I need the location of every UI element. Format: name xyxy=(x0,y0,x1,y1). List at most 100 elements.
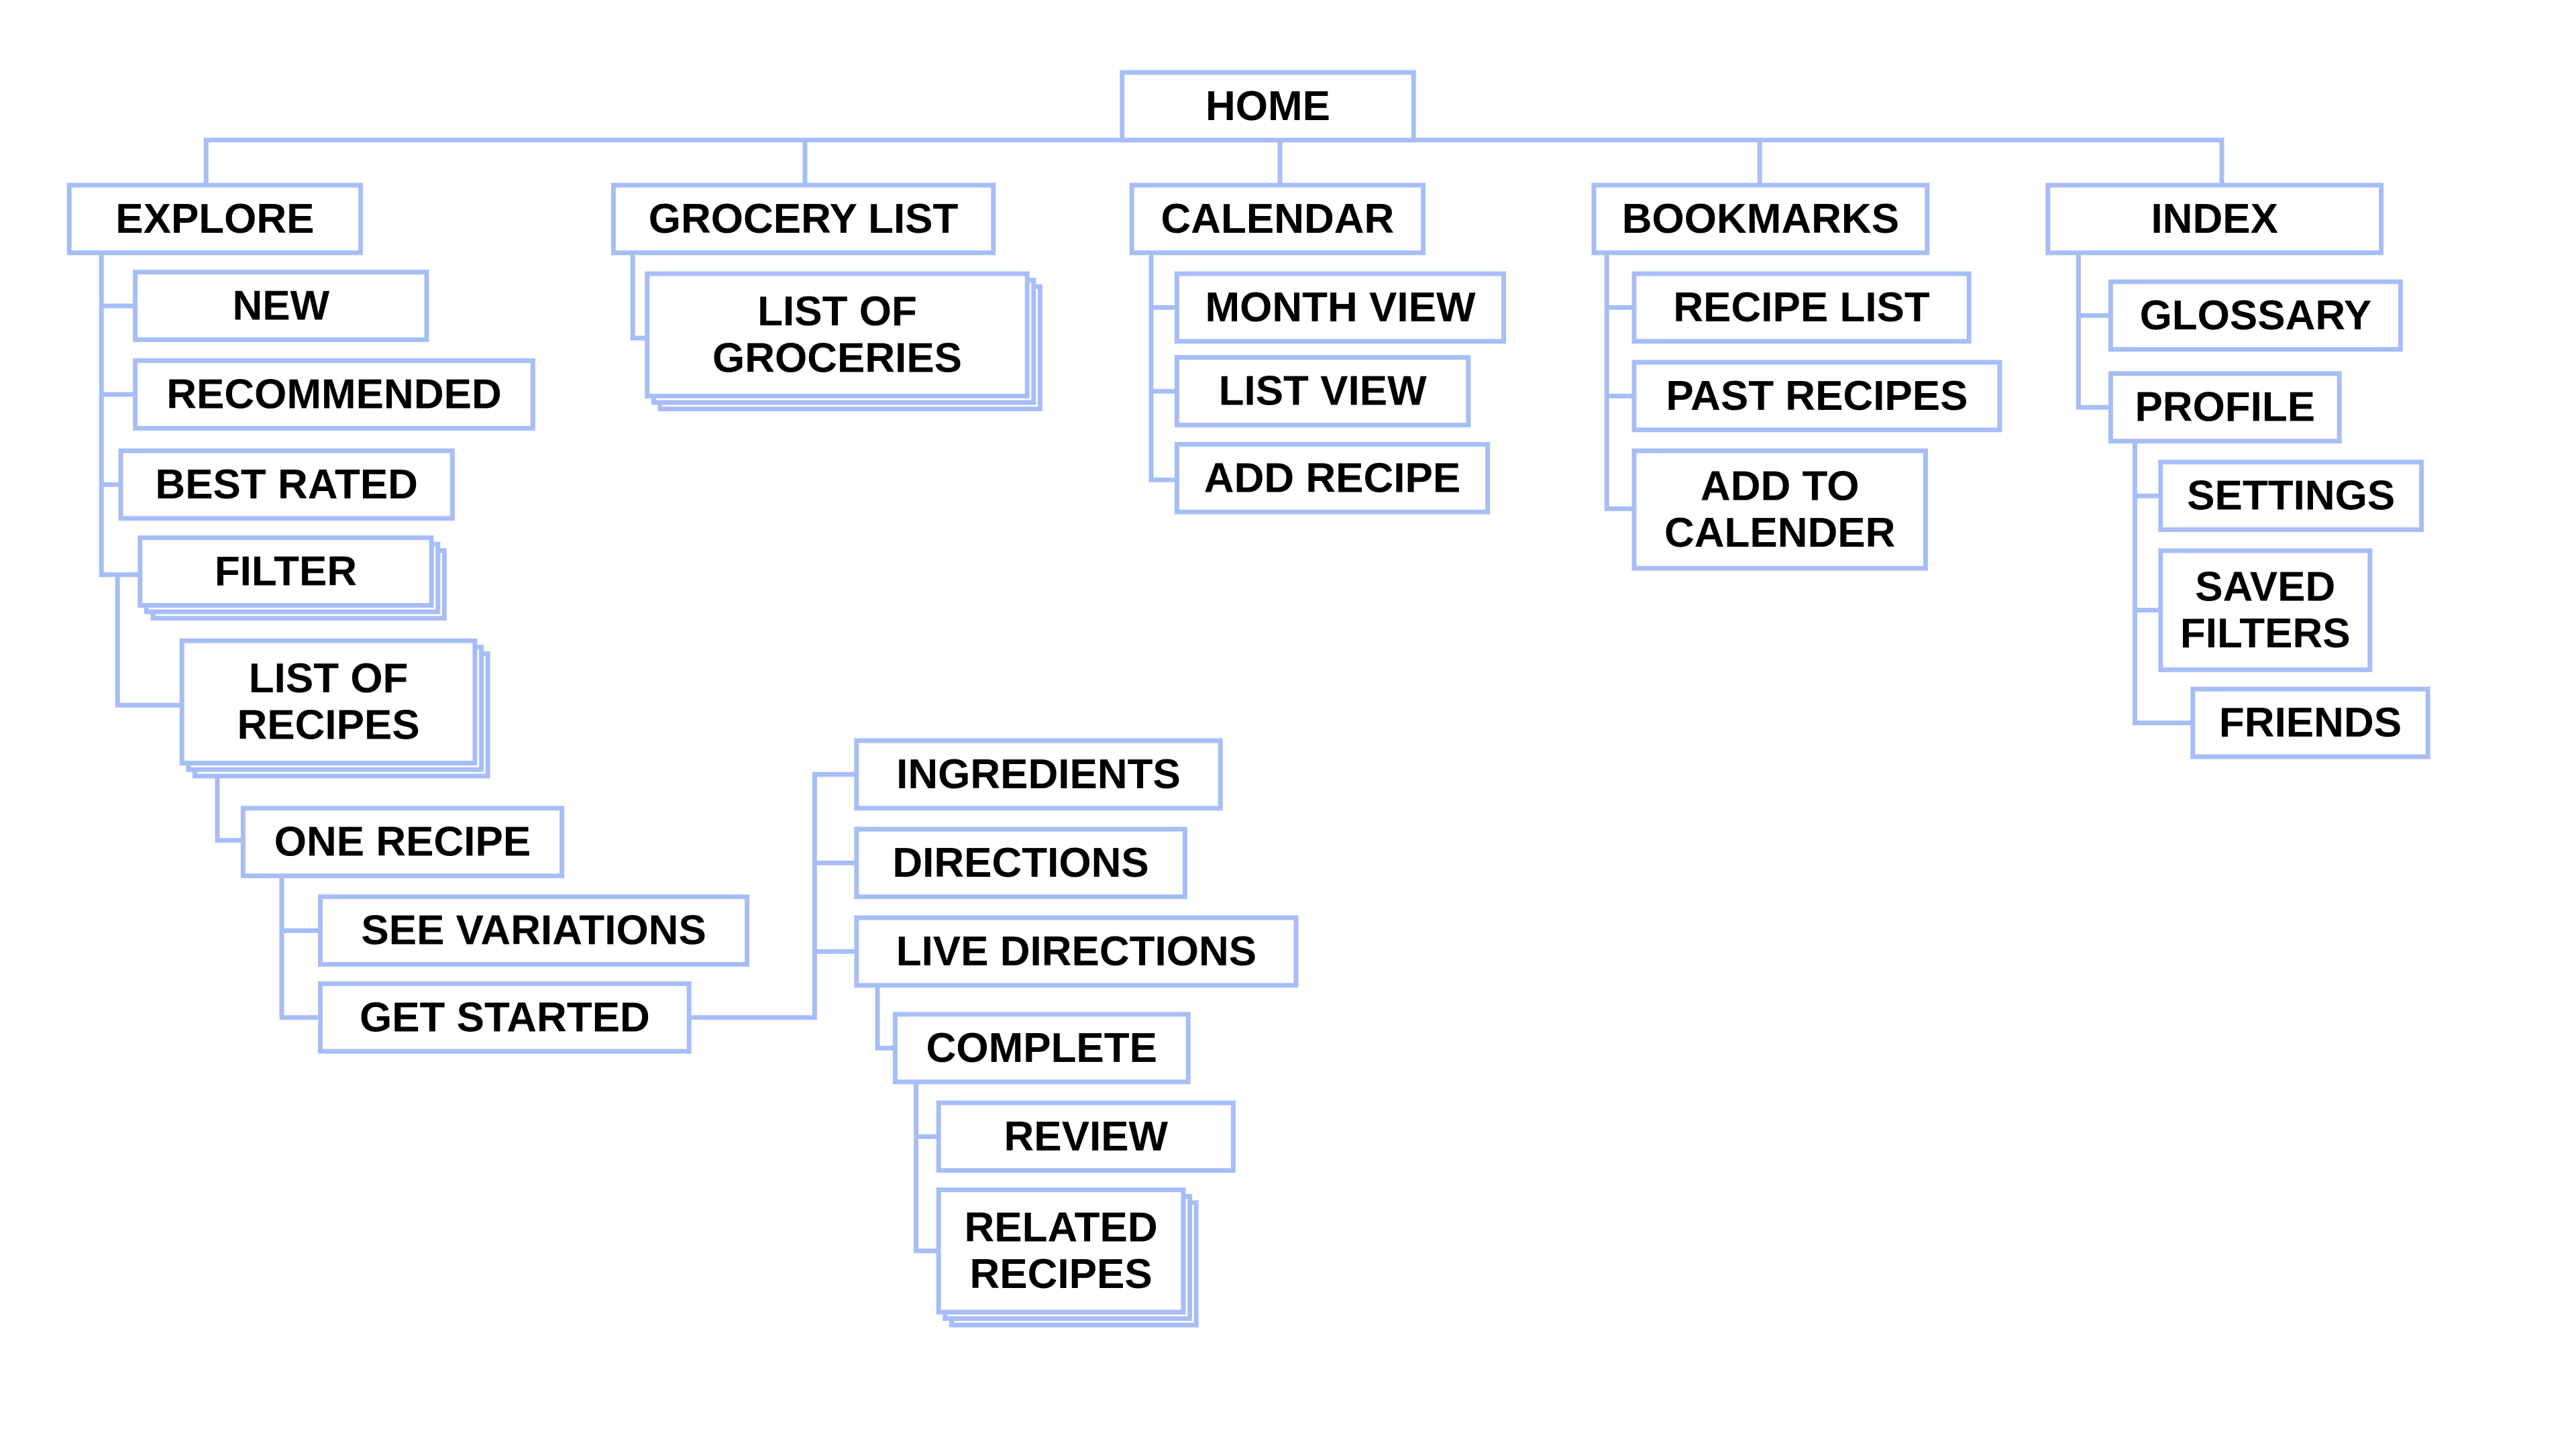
node-box xyxy=(854,738,1223,811)
connector-line xyxy=(1148,252,1177,482)
node-label: FILTER xyxy=(215,549,357,595)
node-month-view[interactable]: MONTH VIEW xyxy=(1174,271,1507,344)
node-recipe-list[interactable]: RECIPE LIST xyxy=(1631,271,1972,344)
node-label: MONTH VIEW xyxy=(1205,284,1476,331)
node-label: CALENDER xyxy=(1664,510,1895,556)
node-label: GET STARTED xyxy=(360,994,650,1040)
node-box xyxy=(2108,371,2342,444)
node-label: FRIENDS xyxy=(2219,700,2402,746)
node-review[interactable]: REVIEW xyxy=(936,1100,1236,1173)
node-settings[interactable]: SETTINGS xyxy=(2158,460,2424,533)
node-label: INDEX xyxy=(2151,196,2277,242)
node-box xyxy=(854,915,1299,988)
node-box xyxy=(318,981,692,1054)
connector-line xyxy=(2076,252,2111,410)
node-index[interactable]: INDEX xyxy=(2045,182,2384,256)
node-label: SAVED xyxy=(2195,564,2335,610)
node-box xyxy=(318,894,750,967)
node-box xyxy=(2045,182,2384,256)
node-label: LIST OF xyxy=(249,655,409,702)
node-label: REVIEW xyxy=(1004,1114,1169,1160)
node-label: SEE VARIATIONS xyxy=(361,908,706,954)
node-grocery-list[interactable]: GROCERY LIST xyxy=(610,182,996,256)
connector-line xyxy=(1604,252,1634,511)
node-ingredients[interactable]: INGREDIENTS xyxy=(854,738,1223,811)
node-box xyxy=(118,448,455,521)
node-get-started[interactable]: GET STARTED xyxy=(318,981,692,1054)
node-complete[interactable]: COMPLETE xyxy=(892,1012,1191,1085)
node-calendar[interactable]: CALENDAR xyxy=(1129,182,1426,256)
node-list-view[interactable]: LIST VIEW xyxy=(1174,355,1471,428)
node-home[interactable]: HOME xyxy=(1120,70,1416,143)
node-label: LIST VIEW xyxy=(1219,368,1427,415)
node-box xyxy=(1120,70,1416,143)
node-best-rated[interactable]: BEST RATED xyxy=(118,448,455,521)
node-box xyxy=(645,271,1030,398)
node-label: RECIPE LIST xyxy=(1673,284,1930,331)
connector-line xyxy=(914,1081,939,1254)
node-recommended[interactable]: RECOMMENDED xyxy=(133,358,535,431)
node-label: PROFILE xyxy=(2135,384,2315,431)
node-profile[interactable]: PROFILE xyxy=(2108,371,2342,444)
node-directions[interactable]: DIRECTIONS xyxy=(854,826,1187,900)
node-label: RECIPES xyxy=(237,702,419,749)
node-box xyxy=(610,182,996,256)
node-glossary[interactable]: GLOSSARY xyxy=(2108,279,2403,352)
node-box xyxy=(2158,460,2424,533)
node-add-recipe[interactable]: ADD RECIPE xyxy=(1174,441,1491,515)
node-one-recipe[interactable]: ONE RECIPE xyxy=(240,806,565,879)
node-see-variations[interactable]: SEE VARIATIONS xyxy=(318,894,750,967)
connector-line xyxy=(99,252,140,578)
node-explore[interactable]: EXPLORE xyxy=(66,182,364,256)
connector-line xyxy=(630,252,647,341)
node-box xyxy=(240,806,565,879)
node-label: GROCERIES xyxy=(712,335,962,382)
node-box xyxy=(1631,360,2002,433)
connector-line xyxy=(2132,441,2193,726)
node-box xyxy=(1631,448,1928,571)
node-box xyxy=(138,535,434,608)
node-box xyxy=(1174,355,1471,428)
node-live-directions[interactable]: LIVE DIRECTIONS xyxy=(854,915,1299,988)
node-label: HOME xyxy=(1205,83,1330,129)
node-label: GLOSSARY xyxy=(2140,292,2372,339)
node-label: SETTINGS xyxy=(2187,473,2395,519)
node-box xyxy=(892,1012,1191,1085)
node-label: COMPLETE xyxy=(926,1025,1157,1071)
node-box xyxy=(854,826,1187,900)
nodes-layer: HOME EXPLORE NEW RECOMMENDED BEST RATED FILTE… xyxy=(66,70,2430,1328)
node-label: CALENDAR xyxy=(1161,196,1394,242)
node-label: BOOKMARKS xyxy=(1622,196,1899,242)
node-label: INGREDIENTS xyxy=(896,751,1181,798)
node-box xyxy=(1129,182,1426,256)
connector-line xyxy=(203,138,2224,185)
node-bookmarks[interactable]: BOOKMARKS xyxy=(1591,182,1930,256)
node-label: LIVE DIRECTIONS xyxy=(896,928,1256,975)
node-box xyxy=(2158,548,2373,672)
node-label: NEW xyxy=(232,283,329,329)
node-filter[interactable]: FILTER xyxy=(138,535,447,621)
node-label: EXPLORE xyxy=(115,196,314,242)
node-label: LIST OF xyxy=(757,288,917,335)
node-box xyxy=(1631,271,1972,344)
connector-line xyxy=(875,985,896,1051)
connector-line xyxy=(215,766,244,843)
node-box xyxy=(1174,271,1507,344)
node-box xyxy=(936,1187,1186,1315)
node-box xyxy=(2108,279,2403,352)
node-label: BEST RATED xyxy=(155,462,418,508)
node-box xyxy=(66,182,364,256)
node-friends[interactable]: FRIENDS xyxy=(2190,686,2430,759)
node-past-recipes[interactable]: PAST RECIPES xyxy=(1631,360,2002,433)
node-label: FILTERS xyxy=(2180,610,2351,657)
node-label: RECIPES xyxy=(969,1251,1152,1297)
connector-line xyxy=(689,771,857,1020)
node-new[interactable]: NEW xyxy=(133,270,429,342)
connector-line xyxy=(115,574,182,708)
